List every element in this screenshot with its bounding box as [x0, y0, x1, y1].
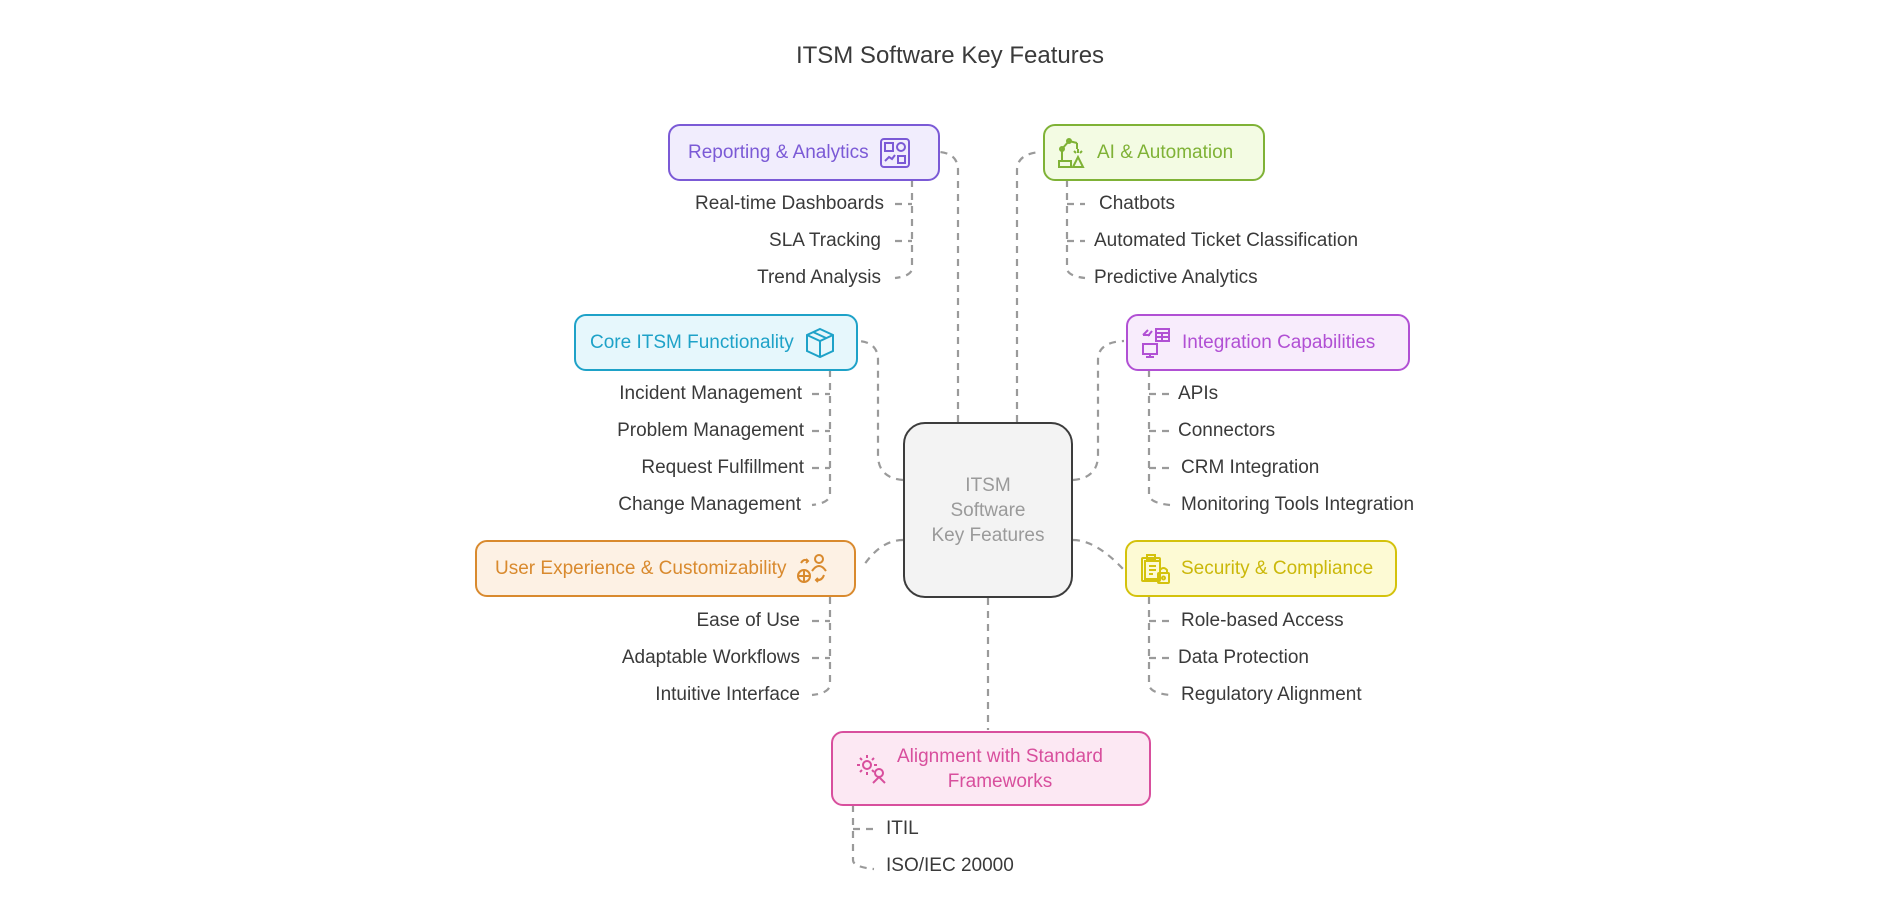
list-item: ISO/IEC 20000 [886, 855, 1014, 876]
connector-reporting [939, 150, 960, 422]
branch-reporting-analytics: Reporting & Analytics [668, 124, 940, 181]
list-item: Request Fulfillment [641, 457, 804, 478]
list-item: Incident Management [619, 383, 802, 404]
clipboard-lock-icon [1141, 553, 1170, 584]
dashboard-icon [879, 137, 910, 168]
diagram-title: ITSM Software Key Features [795, 42, 1105, 69]
list-item: Adaptable Workflows [621, 647, 800, 668]
branch-security-compliance: Security & Compliance [1125, 540, 1397, 597]
list-item: Ease of Use [696, 610, 801, 631]
branch-label: AI & Automation [1097, 142, 1234, 163]
branch-label: Integration Capabilities [1182, 332, 1376, 353]
list-item: Predictive Analytics [1094, 267, 1258, 288]
list-item: Change Management [618, 494, 801, 515]
gear-person-icon [857, 754, 886, 784]
list-item: ITIL [886, 818, 919, 839]
list-item: Connectors [1178, 420, 1276, 441]
branch-standard-frameworks: Alignment with Standard Frameworks [831, 731, 1151, 806]
list-item: Problem Management [617, 420, 804, 441]
list-item: Real-time Dashboards [694, 193, 884, 214]
branch-label: Security & Compliance [1181, 558, 1374, 579]
list-item: CRM Integration [1181, 457, 1320, 478]
branch-label: User Experience & Customizability [495, 558, 787, 579]
center-node: ITSM Software Key Features [903, 422, 1073, 598]
integration-icon [1142, 327, 1170, 358]
cube-icon [805, 327, 834, 358]
list-item: Role-based Access [1181, 610, 1344, 631]
list-item: Trend Analysis [757, 267, 881, 288]
list-item: Monitoring Tools Integration [1181, 494, 1415, 515]
connector-ai [1015, 150, 1041, 422]
list-item: Regulatory Alignment [1181, 684, 1362, 705]
center-node-label: ITSM Software Key Features [931, 474, 1045, 546]
branch-core-itsm: Core ITSM Functionality [574, 314, 858, 371]
branch-label: Alignment with Standard Frameworks [897, 745, 1103, 792]
connector-integration [1072, 339, 1125, 482]
branch-integration: Integration Capabilities [1126, 314, 1410, 371]
list-item: Automated Ticket Classification [1094, 230, 1359, 251]
branch-label: Reporting & Analytics [688, 142, 869, 163]
list-item: Intuitive Interface [655, 684, 800, 705]
branch-ai-automation: AI & Automation [1043, 124, 1265, 181]
connector-core [857, 339, 904, 482]
branch-label: Core ITSM Functionality [590, 332, 794, 353]
list-item: Chatbots [1099, 193, 1176, 214]
connector-security [1072, 538, 1125, 571]
branch-user-experience: User Experience & Customizability [475, 540, 856, 597]
list-item: Data Protection [1178, 647, 1309, 668]
list-item: APIs [1178, 383, 1219, 404]
connector-ux [861, 538, 904, 569]
robot-arm-icon [1058, 137, 1085, 168]
user-customize-icon [797, 553, 828, 583]
list-item: SLA Tracking [769, 230, 881, 251]
